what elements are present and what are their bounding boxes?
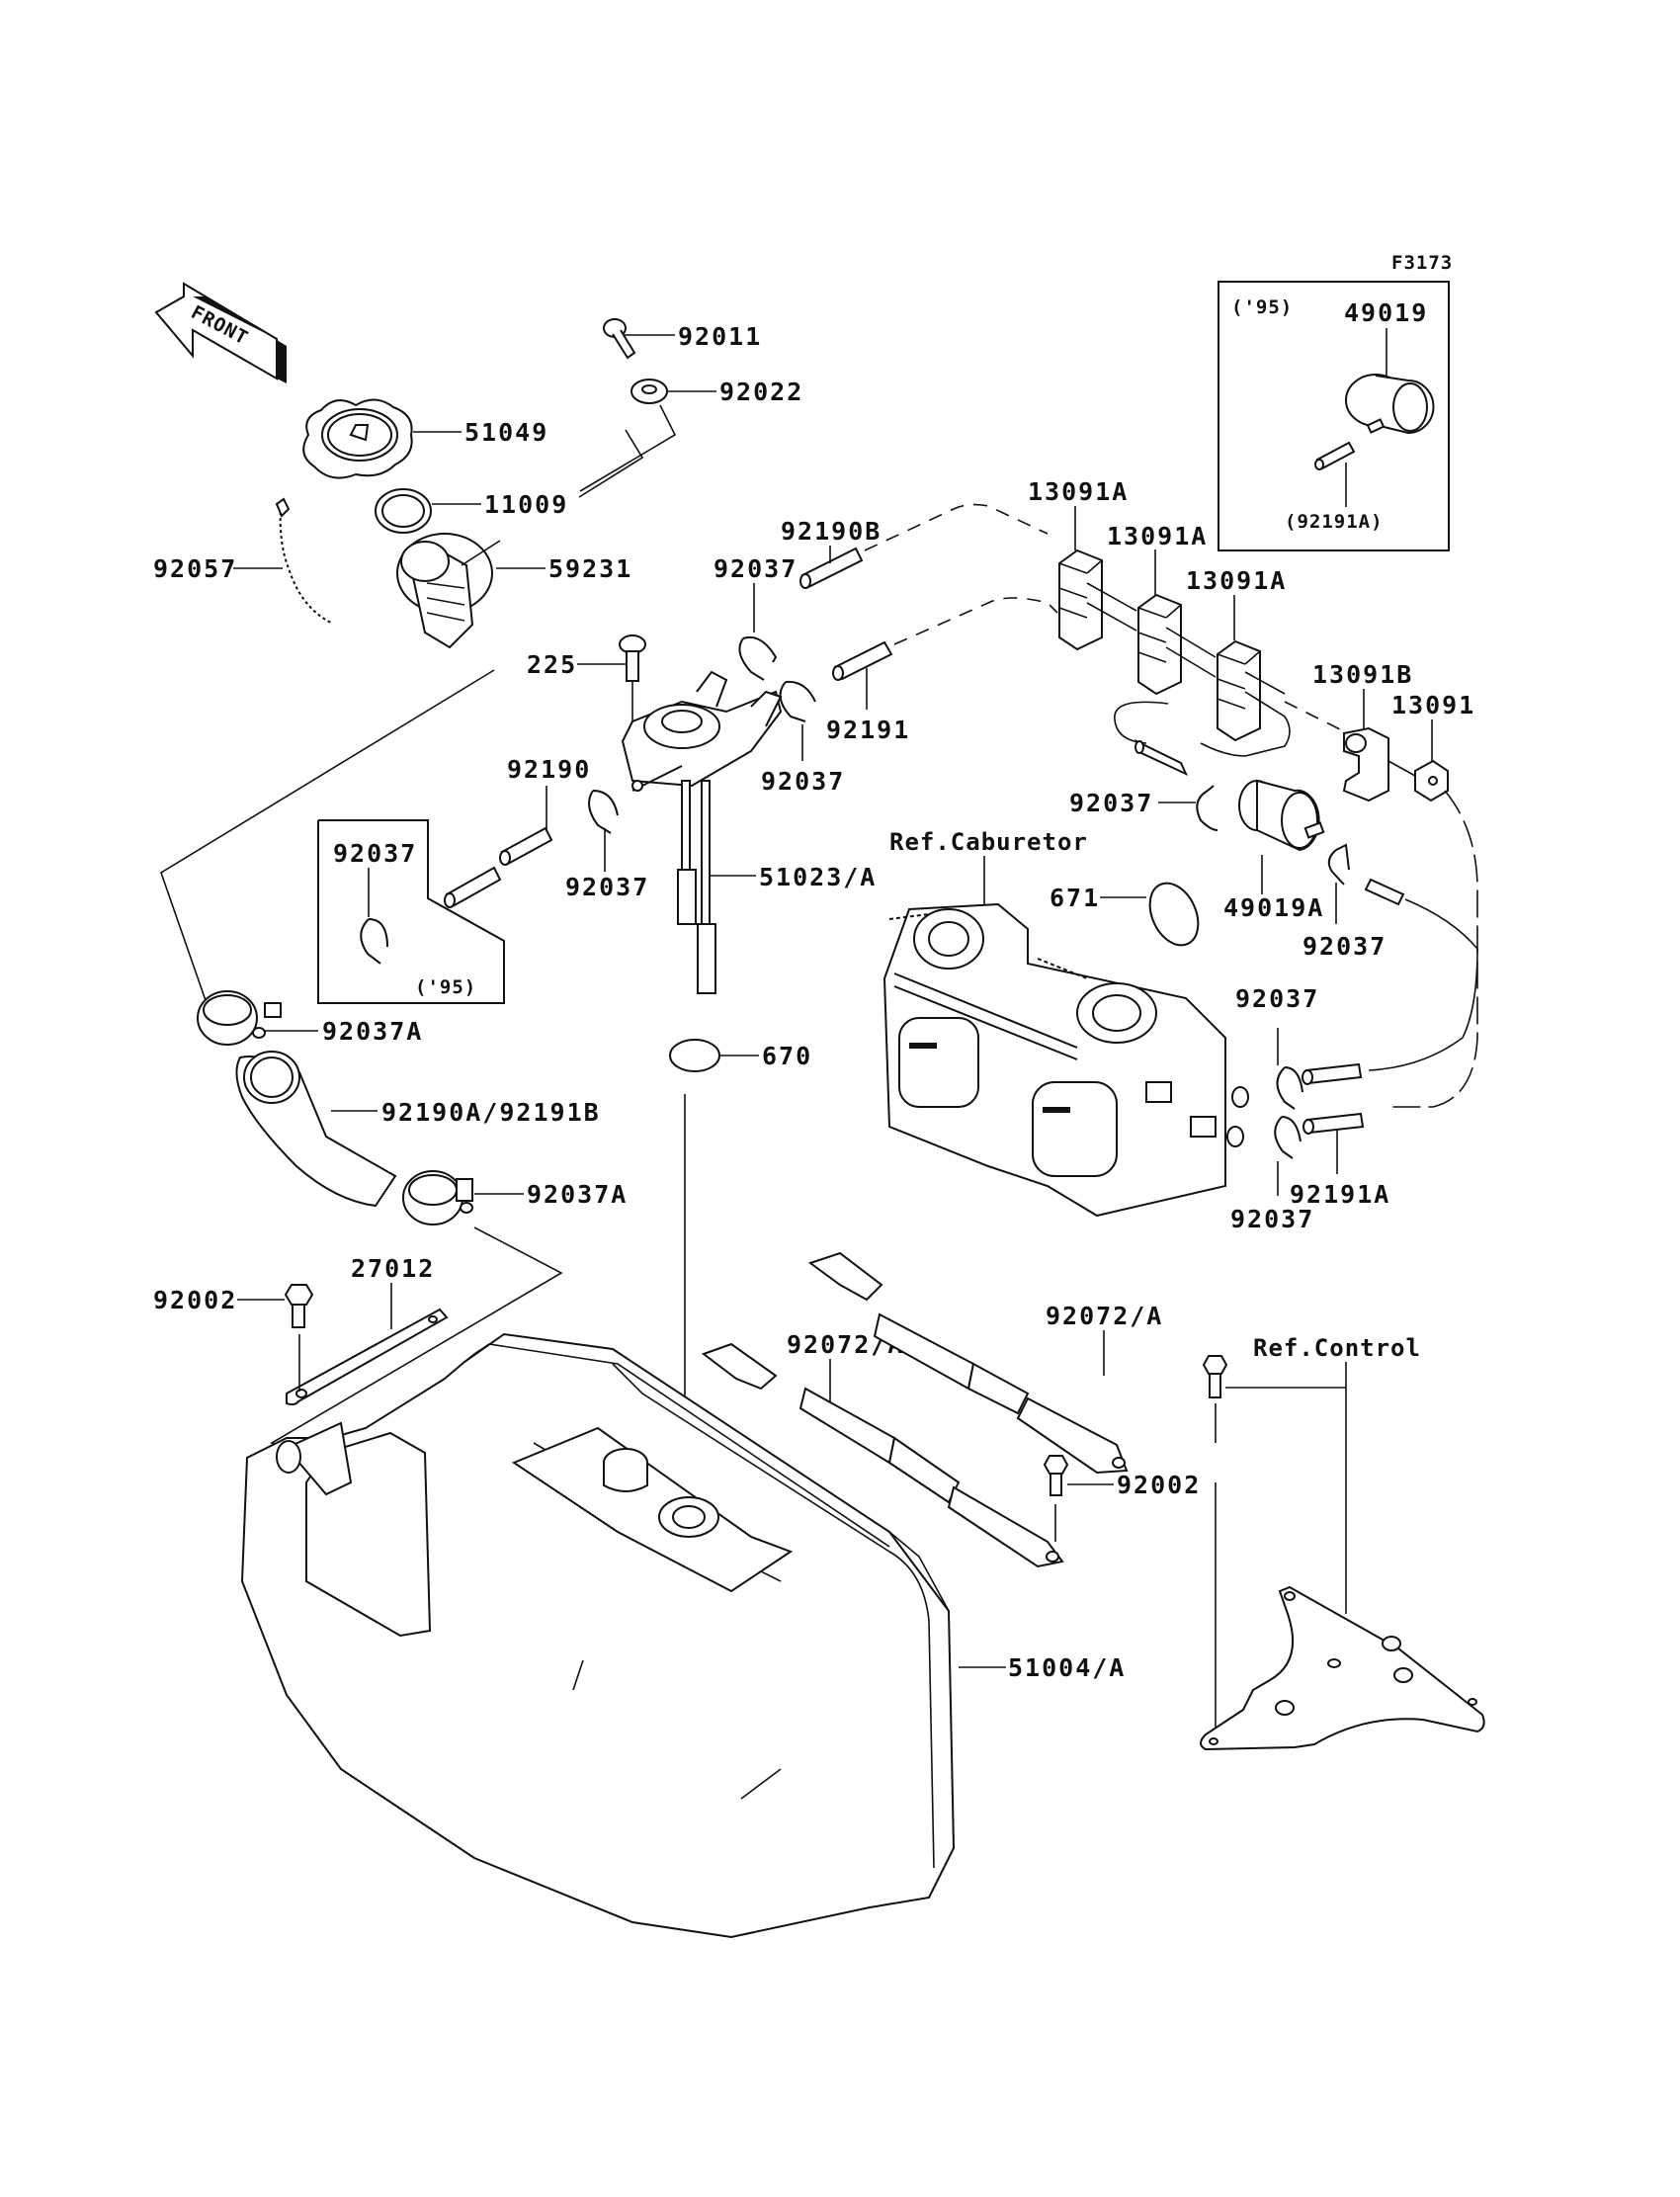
clip-92037-carb-lower-icon — [1274, 1116, 1302, 1159]
bolt-control-icon — [1202, 1355, 1228, 1398]
clamp-13091A-3-icon — [1217, 639, 1261, 742]
band-27012-icon — [286, 1308, 449, 1406]
label-92057: 92057 — [153, 554, 237, 583]
label-92037-carb-upper: 92037 — [1235, 984, 1319, 1013]
fuel-valve-51023A-icon — [621, 670, 783, 994]
label-92002-right: 92002 — [1117, 1471, 1201, 1499]
chain-92057-icon — [279, 505, 332, 624]
label-92037A-upper: 92037A — [322, 1017, 423, 1046]
label-92191A-inset: (92191A) — [1285, 511, 1384, 533]
bolt-92002-left-icon — [284, 1284, 314, 1328]
clamp-13091A-2-icon — [1137, 593, 1182, 696]
carburetor-assembly-icon — [882, 902, 1249, 1218]
hose-92191A-icon — [1302, 1112, 1365, 1135]
label-92190A-92191B: 92190A/92191B — [381, 1098, 601, 1127]
label-92072A-right: 92072/A — [1046, 1302, 1163, 1330]
hose-carb-upper-icon — [1302, 1062, 1363, 1085]
hose-92190B-icon — [799, 547, 864, 589]
label-671: 671 — [1050, 884, 1100, 912]
fuel-tank-51004A-icon — [240, 1332, 956, 1939]
clamp-13091B-icon — [1342, 726, 1389, 803]
clip-92037-inset-icon — [360, 918, 388, 965]
inset-clip-year-note: ('95) — [415, 976, 476, 998]
clip-92037-icon — [738, 635, 778, 681]
strap-92072A-left-icon — [701, 1342, 1064, 1568]
label-13091: 13091 — [1391, 691, 1475, 719]
filler-hose-92190A-92191B-icon — [235, 1051, 397, 1208]
clip-92037-valve-left-icon — [588, 790, 619, 834]
label-49019: 49019 — [1344, 298, 1428, 327]
label-27012: 27012 — [351, 1254, 435, 1283]
label-49019A: 49019A — [1223, 893, 1324, 922]
hose-clamp-92037A-upper-icon — [197, 990, 282, 1046]
label-51004A: 51004/A — [1008, 1653, 1126, 1682]
fuel-filter-49019A-icon — [1238, 779, 1325, 852]
hose-loop-icon — [1134, 738, 1189, 777]
label-92037-valve-right: 92037 — [761, 767, 845, 796]
fuel-filter-49019-icon — [1345, 374, 1435, 435]
oring-671-icon — [1148, 882, 1200, 947]
fuel-cap-51049-icon — [302, 398, 413, 479]
clamp-13091A-1-icon — [1058, 549, 1103, 651]
clip-92037-valve-right-icon — [779, 680, 816, 722]
clip-92037-carb-upper-icon — [1276, 1066, 1303, 1110]
inset-1995-clip: 92037 ('95) — [317, 819, 505, 1004]
label-51023A: 51023/A — [759, 863, 877, 891]
label-13091A-1: 13091A — [1028, 477, 1129, 506]
clip-92037-filter-left-icon — [1196, 785, 1218, 831]
hose-filter-outlet-icon — [1364, 878, 1405, 906]
front-arrow-icon: FRONT — [154, 282, 287, 383]
label-59231: 59231 — [548, 554, 632, 583]
label-13091A-2: 13091A — [1107, 522, 1208, 550]
clamp-13091-icon — [1414, 759, 1449, 803]
label-225: 225 — [527, 650, 577, 679]
figure-id: F3173 — [1391, 252, 1453, 274]
label-13091B: 13091B — [1312, 660, 1413, 689]
filler-neck-59231-icon — [396, 533, 493, 649]
inset-1995-filter: ('95) 49019 (92191A) — [1218, 281, 1450, 551]
screw-92011-icon — [603, 318, 636, 360]
label-92190: 92190 — [507, 755, 591, 784]
label-92191: 92191 — [826, 716, 910, 744]
clip-92037-filter-right-icon — [1327, 843, 1350, 886]
label-92037-filter-right: 92037 — [1302, 932, 1386, 961]
bolt-92002-right-icon — [1043, 1455, 1069, 1496]
label-92037A-lower: 92037A — [527, 1180, 628, 1209]
label-11009: 11009 — [484, 490, 568, 519]
label-ref-carburetor: Ref.Caburetor — [889, 828, 1088, 856]
hose-92191-icon — [832, 640, 893, 681]
label-92037-upper-left: 92037 — [714, 554, 798, 583]
label-92037-valve-left: 92037 — [565, 873, 649, 901]
inset-year-note: ('95) — [1231, 296, 1293, 318]
hose-clamp-92037A-lower-icon — [402, 1170, 473, 1225]
label-92191A: 92191A — [1290, 1180, 1390, 1209]
label-670: 670 — [762, 1042, 812, 1070]
strap-92072A-right-icon — [807, 1251, 1129, 1475]
washer-92022-icon — [630, 379, 668, 404]
label-51049: 51049 — [464, 418, 548, 447]
label-ref-control: Ref.Control — [1253, 1334, 1421, 1362]
label-92190B: 92190B — [781, 517, 882, 546]
label-92011: 92011 — [678, 322, 762, 351]
oring-670-icon — [669, 1039, 720, 1072]
label-92037-carb-lower: 92037 — [1230, 1205, 1314, 1233]
label-13091A-3: 13091A — [1186, 566, 1287, 595]
control-plate-icon — [1200, 1585, 1485, 1751]
inset-clip-label: 92037 — [333, 839, 417, 868]
label-92022: 92022 — [719, 378, 803, 406]
hose-92191A-inset-icon — [1314, 441, 1356, 470]
screw-225-icon — [619, 634, 646, 682]
label-92002-left: 92002 — [153, 1286, 237, 1314]
hose-92190-icon — [444, 826, 553, 908]
label-92037-filter-left: 92037 — [1069, 789, 1153, 817]
